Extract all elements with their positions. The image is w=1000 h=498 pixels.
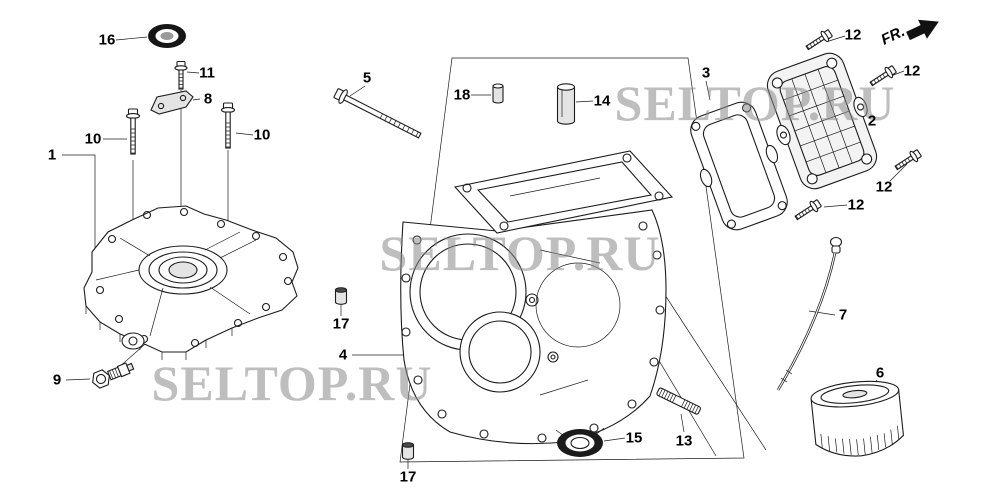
oil-filter-6 (810, 380, 905, 457)
breather-cover-2 (766, 52, 878, 190)
breather-gasket-3 (690, 101, 788, 231)
bolt-5 (332, 85, 424, 143)
oil-seal-16 (148, 24, 186, 48)
fr-arrow-icon (906, 19, 939, 41)
bracket-8 (150, 90, 194, 115)
pin-18 (492, 83, 504, 104)
bolt-12-b (867, 63, 899, 90)
fr-direction: FR. (879, 19, 939, 49)
drain-bolt-9 (92, 362, 135, 389)
oil-seal-15 (557, 429, 603, 457)
cap-17-bottom (401, 442, 415, 460)
stud-bolt-13 (656, 387, 701, 415)
bolt-10-right (220, 102, 236, 149)
bolt-10-left (125, 108, 141, 155)
cap-17-left (334, 287, 348, 305)
dipstick-7 (776, 236, 843, 391)
cylinder-barrel-assembly (400, 150, 674, 445)
bolt-12-c (892, 147, 924, 174)
collar-14 (556, 83, 576, 125)
fr-label: FR. (879, 23, 908, 49)
crankcase-cover-assembly (83, 205, 299, 360)
bolt-12-a (803, 27, 835, 54)
bolt-12-d (792, 197, 824, 224)
bolt-11 (174, 60, 188, 90)
